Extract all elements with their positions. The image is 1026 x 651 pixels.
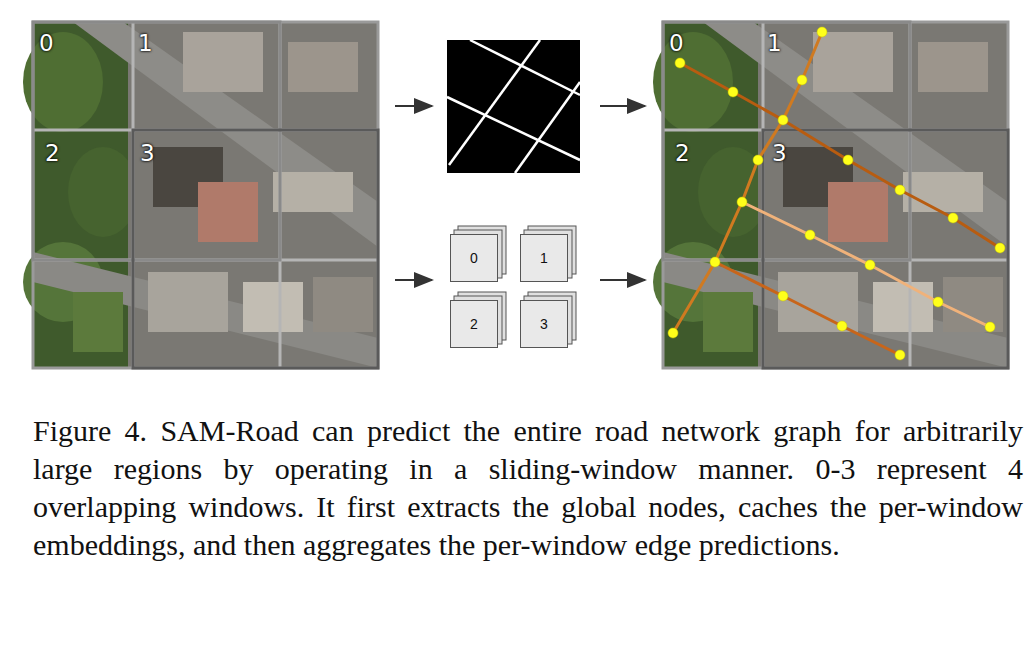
window-index: 3: [540, 316, 548, 332]
window-number: 1: [767, 30, 782, 56]
window-number: 2: [675, 140, 690, 166]
window-number: 0: [669, 30, 684, 56]
embedding-card: 1: [520, 234, 568, 282]
embedding-card: 3: [520, 300, 568, 348]
window-index: 0: [470, 250, 478, 266]
embedding-card: 0: [450, 234, 498, 282]
figure-caption: Figure 4. SAM-Road can predict the entir…: [33, 412, 1023, 564]
window-index: 1: [540, 250, 548, 266]
window-number: 2: [45, 140, 60, 166]
window-number: 0: [39, 30, 54, 56]
embedding-card: 2: [450, 300, 498, 348]
window-number: 3: [772, 140, 787, 166]
window-number: 3: [140, 140, 155, 166]
window-index: 2: [470, 316, 478, 332]
window-number: 1: [138, 30, 153, 56]
